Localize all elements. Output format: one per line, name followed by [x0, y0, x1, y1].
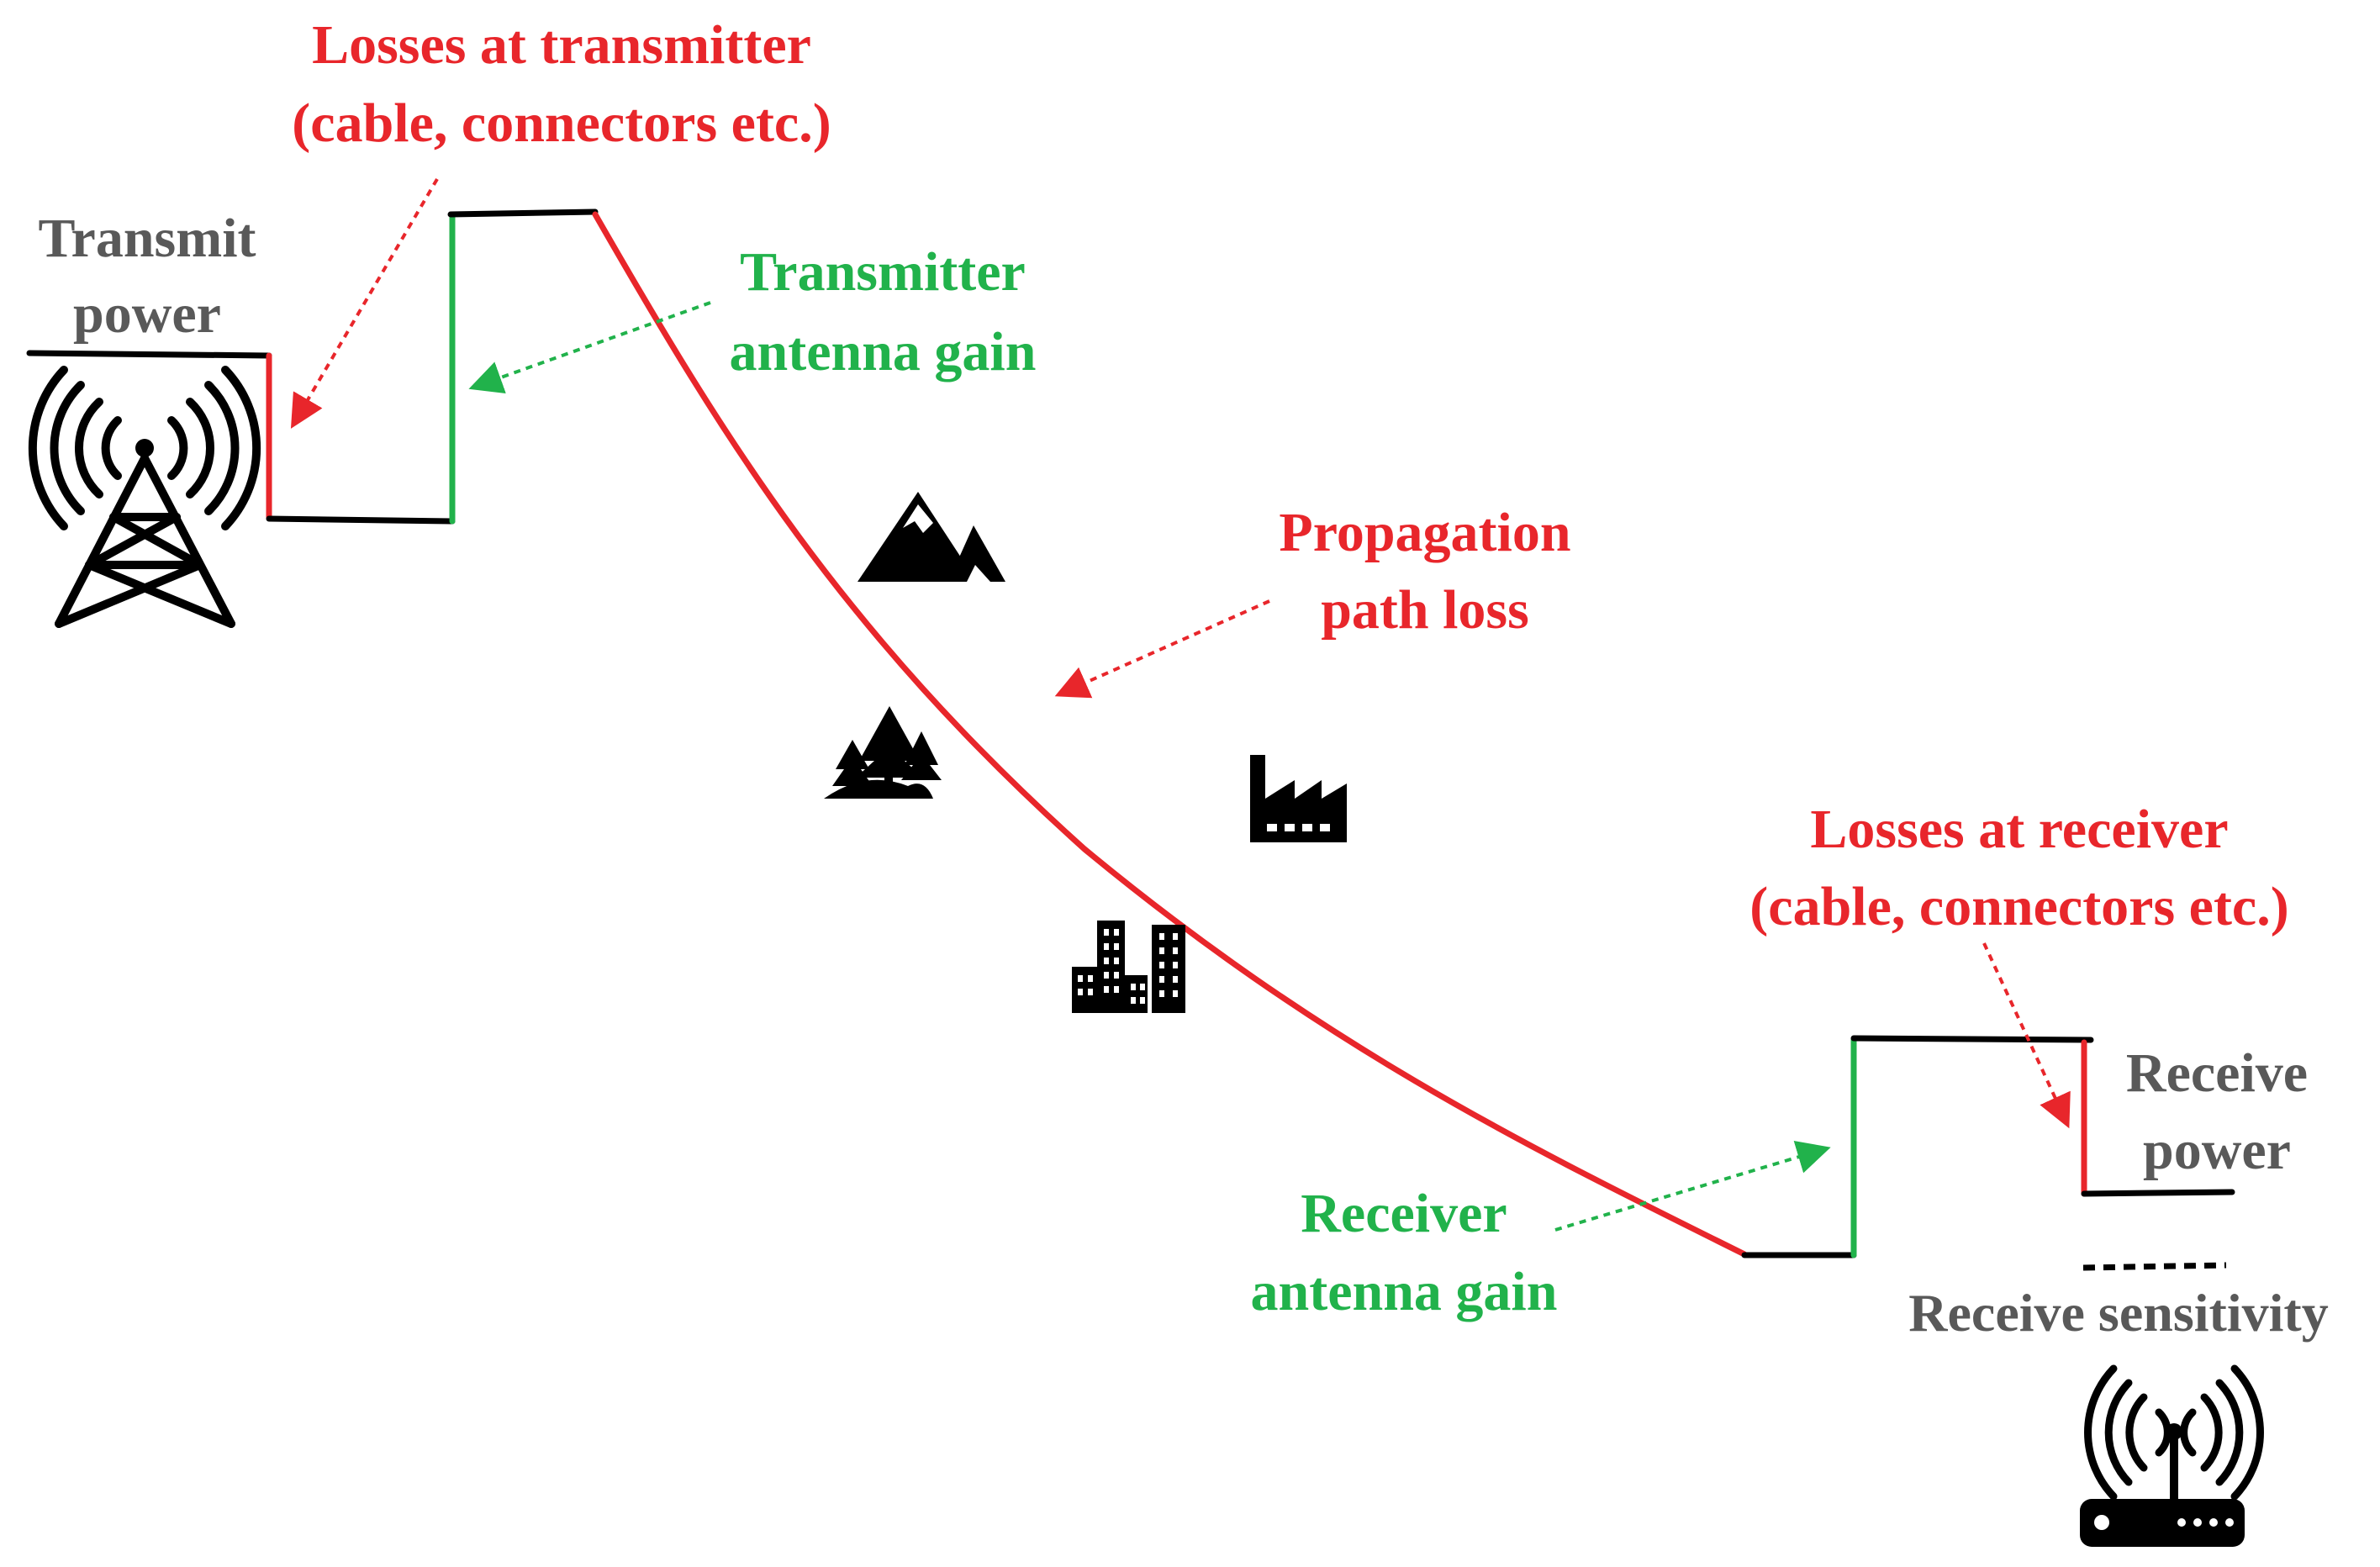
labels: Transmit power Losses at transmitter (ca…: [38, 14, 2328, 1343]
pointer-arrows: [290, 177, 2071, 1232]
tx-losses-label-line2: (cable, connectors etc.): [292, 92, 831, 154]
transmit-power-label-line2: power: [73, 283, 221, 345]
tx-gain-arrow: [468, 301, 711, 394]
eirp-level: [447, 208, 599, 218]
city-buildings-icon: [1072, 921, 1185, 1013]
mountain-icon: [858, 492, 1005, 582]
forest-icon: [824, 706, 942, 799]
rx-losses-label-line1: Losses at receiver: [1810, 799, 2228, 860]
tx-losses-label-line1: Losses at transmitter: [312, 14, 811, 76]
receive-power-level: [2081, 1189, 2235, 1197]
receive-power-label-line1: Receive: [2126, 1042, 2308, 1104]
path-loss-arrow: [1054, 599, 1270, 699]
receive-power-label-line2: power: [2143, 1120, 2291, 1181]
wifi-router-icon: [2080, 1364, 2264, 1547]
factory-icon: [1250, 755, 1347, 842]
path-loss-label-line2: path loss: [1321, 579, 1529, 641]
tx-loss-arrow: [290, 177, 439, 429]
rx-losses-label-line2: (cable, connectors etc.): [1749, 876, 2288, 937]
rx-gain-arrow: [1554, 1141, 1831, 1232]
receive-sensitivity-label: Receive sensitivity: [1908, 1283, 2328, 1343]
signal-level-path: [26, 208, 2235, 1271]
tx-gain-label-line2: antenna gain: [730, 321, 1037, 383]
path-loss-curve: [592, 211, 1748, 1258]
after-tx-loss-level: [266, 515, 456, 525]
transmission-tower-icon: [28, 366, 261, 628]
transmit-power-label-line1: Transmit: [38, 208, 256, 269]
path-loss-label-line1: Propagation: [1279, 502, 1570, 563]
rx-gain-label-line1: Receiver: [1301, 1183, 1507, 1244]
rx-loss-arrow: [1982, 942, 2071, 1129]
transmit-power-level: [26, 350, 272, 359]
receive-sensitivity-level: [2082, 1262, 2227, 1271]
rx-peak-level: [1850, 1035, 2094, 1043]
rx-gain-label-line2: antenna gain: [1251, 1261, 1558, 1322]
tx-gain-label-line1: Transmitter: [740, 241, 1026, 303]
